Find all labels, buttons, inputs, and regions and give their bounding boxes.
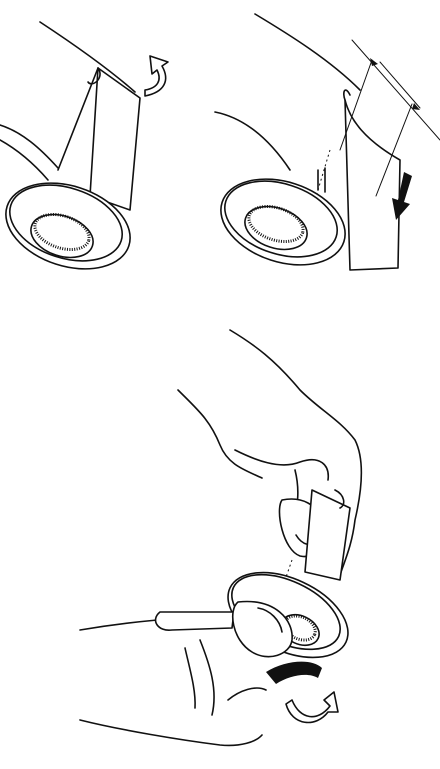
arm-outline-upper [255,14,360,90]
panel-step-2 [210,14,440,280]
panel-step-3 [80,330,361,745]
twist-arrow-upper-icon [266,662,322,684]
rotate-arrow-icon [145,56,168,96]
paper-sheet [345,100,400,270]
dimension-line-1 [352,40,440,140]
arm-outline-lower [215,112,290,170]
dimension-line-2 [380,62,420,108]
twist-arrow-lower-icon [286,692,338,722]
panel-step-1 [0,22,168,284]
lower-finger [156,612,234,630]
